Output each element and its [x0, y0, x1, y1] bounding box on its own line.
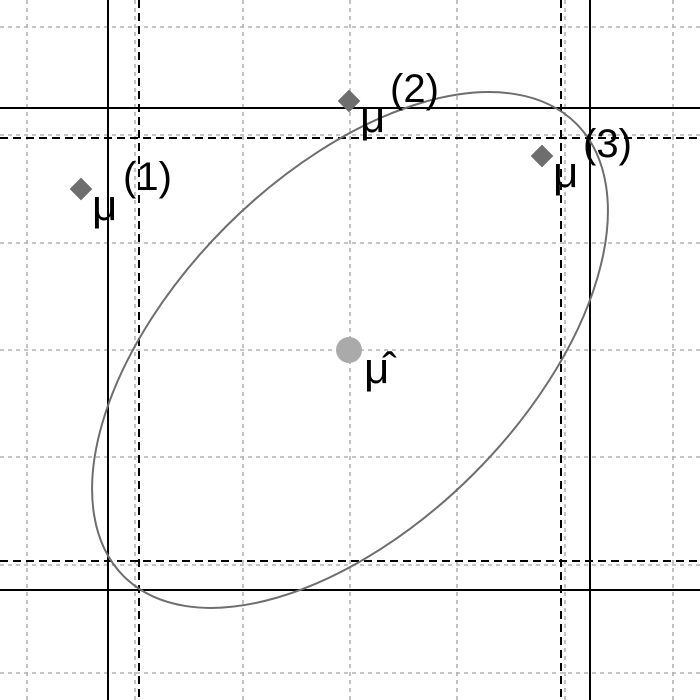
diamond-marker	[337, 89, 361, 113]
point-label-base: μ	[92, 181, 117, 230]
point-label-superscript: (3)	[583, 122, 632, 166]
point-label-base: μ	[360, 93, 385, 142]
point-mu-2: μ (2)	[337, 67, 439, 142]
diamond-marker	[69, 177, 93, 201]
point-mu-1: μ (1)	[69, 155, 172, 230]
diamond-marker	[530, 144, 554, 168]
point-mu-hat: μ̂	[336, 337, 397, 393]
point-label-base: μ̂	[364, 344, 397, 393]
point-label-base: μ	[553, 148, 578, 197]
center-marker	[336, 337, 362, 363]
point-mu-3: μ (3)	[530, 122, 632, 197]
point-label-superscript: (1)	[123, 155, 172, 199]
point-label-superscript: (2)	[390, 67, 439, 111]
